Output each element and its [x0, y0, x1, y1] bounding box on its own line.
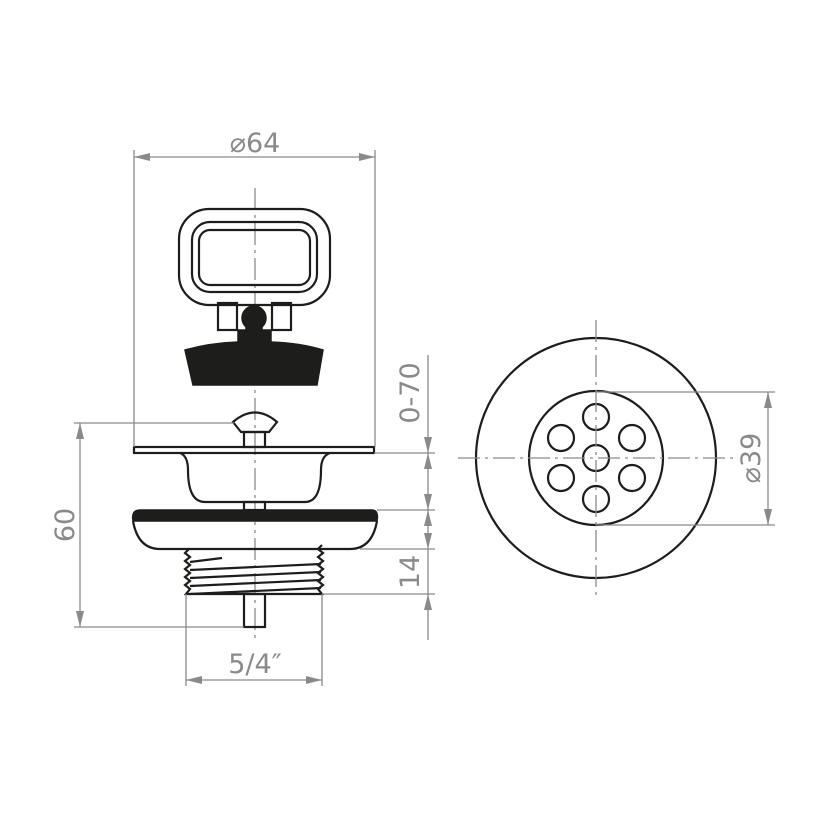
dimension-grate-diameter: ⌀39 [596, 391, 775, 526]
rubber-stopper [184, 305, 324, 386]
dimension-total-height: 60 [50, 422, 244, 628]
dimension-label-total-height: 60 [50, 508, 81, 542]
dimension-label-stopper-range: 0-70 [395, 362, 426, 423]
dimension-flange-diameter: ⌀64 [133, 128, 376, 447]
dimension-label-thread-length: 14 [395, 555, 426, 589]
dimension-label-grate-diameter: ⌀39 [736, 433, 767, 484]
stopper-handle [177, 207, 332, 332]
dimension-right-chain: 0-70 14 [322, 355, 435, 640]
side-view: ⌀64 60 0-70 14 5/4″ [50, 128, 435, 686]
dimension-label-thread-size: 5/4″ [228, 649, 282, 680]
drain-body [131, 411, 379, 629]
top-view: ⌀39 [458, 320, 775, 596]
dimension-thread-size: 5/4″ [185, 594, 323, 686]
dimension-label-flange-diameter: ⌀64 [230, 128, 281, 159]
